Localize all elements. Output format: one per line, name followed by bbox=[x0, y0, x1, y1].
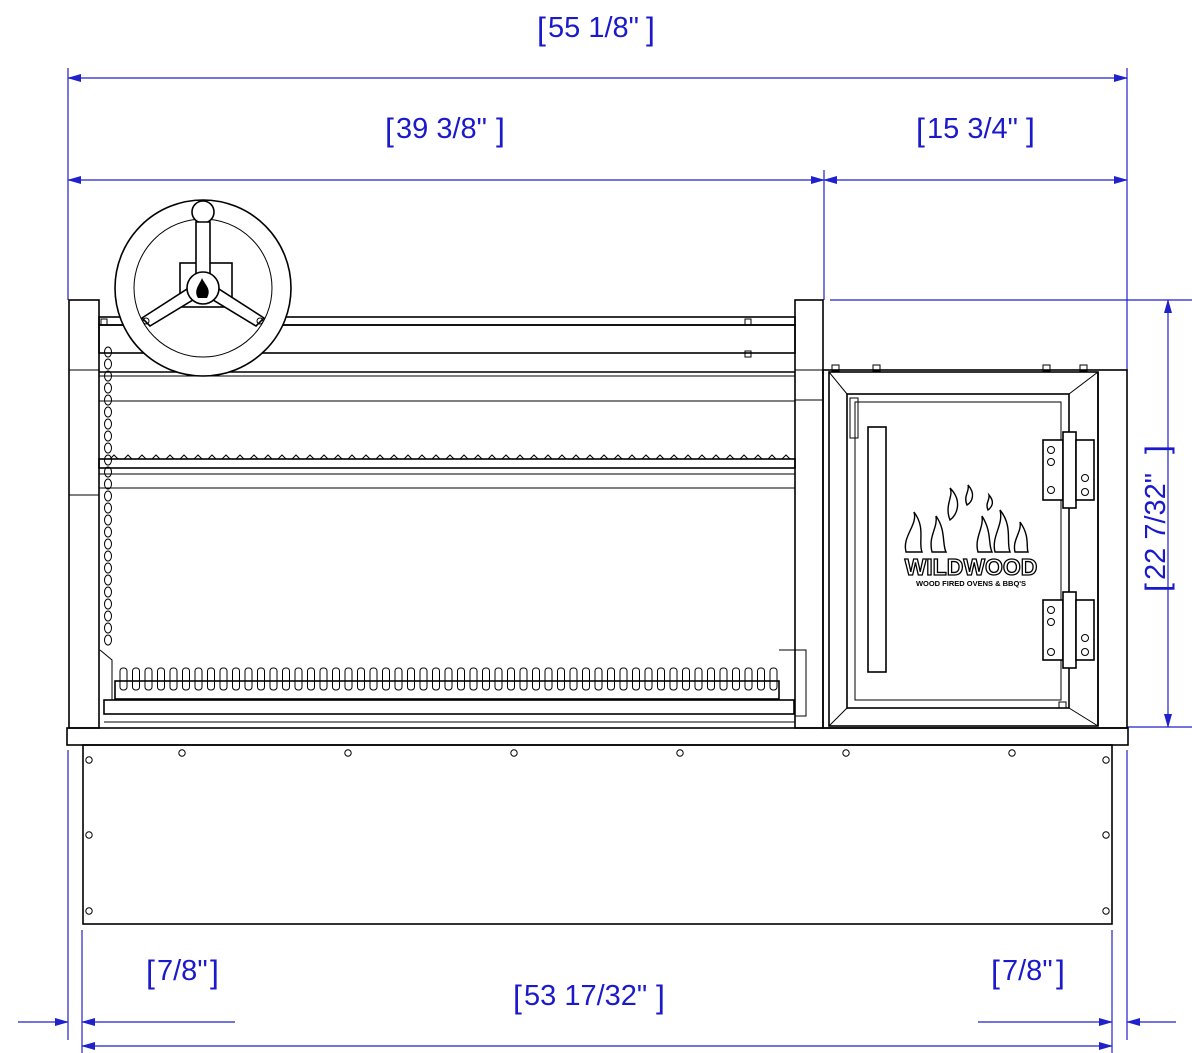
grill-width-label: 39 3/8" bbox=[396, 113, 487, 145]
svg-text:]: ] bbox=[1139, 445, 1175, 454]
screw bbox=[1102, 756, 1110, 764]
overall-width-label: 55 1/8" bbox=[548, 12, 639, 44]
svg-text:]: ] bbox=[646, 11, 655, 47]
upper-grate-teeth bbox=[109, 454, 791, 460]
height-label: 22 7/32" bbox=[1140, 473, 1172, 580]
wildwood-logo: WILDWOOD WOOD FIRED OVENS & BBQ'S bbox=[904, 484, 1038, 588]
svg-text:]: ] bbox=[496, 112, 505, 148]
svg-text:[: [ bbox=[146, 954, 155, 990]
screw bbox=[1008, 749, 1016, 757]
dimension-grill-width: [ 39 3/8" ] bbox=[67, 112, 825, 300]
screw bbox=[85, 907, 93, 915]
crank-wheel bbox=[114, 199, 292, 377]
screw bbox=[842, 749, 850, 757]
svg-text:[: [ bbox=[513, 979, 522, 1015]
dimension-right-offset: [ 7/8" ] bbox=[978, 750, 1176, 1053]
screw bbox=[178, 749, 186, 757]
dimension-height: [ 22 7/32" ] bbox=[830, 299, 1192, 728]
screw bbox=[1102, 831, 1110, 839]
svg-text:]: ] bbox=[210, 954, 219, 990]
lift-chain bbox=[104, 346, 112, 646]
firebox-width-label: 15 3/4" bbox=[927, 113, 1018, 145]
dimension-firebox-width: [ 15 3/4" ] bbox=[823, 112, 1128, 184]
upper-hinge bbox=[1042, 431, 1095, 509]
svg-text:]: ] bbox=[1026, 112, 1035, 148]
svg-text:[: [ bbox=[537, 11, 546, 47]
grill-frame bbox=[68, 299, 824, 729]
dimension-base-width: [ 53 17/32" ] bbox=[81, 979, 1113, 1050]
dimension-left-offset: [ 7/8" ] bbox=[18, 750, 235, 1053]
screw bbox=[676, 749, 684, 757]
base-width-label: 53 17/32" bbox=[524, 980, 647, 1012]
dimension-overall-width: [ 55 1/8" ] bbox=[67, 11, 1128, 370]
logo-brand: WILDWOOD bbox=[905, 554, 1038, 580]
screw bbox=[85, 831, 93, 839]
lower-hinge bbox=[1042, 591, 1095, 669]
firebox: WILDWOOD WOOD FIRED OVENS & BBQ'S bbox=[822, 364, 1128, 729]
screw bbox=[1102, 907, 1110, 915]
flame-icon bbox=[904, 484, 1029, 553]
lower-grill-teeth bbox=[119, 667, 778, 691]
right-offset-label: 7/8" bbox=[1002, 955, 1053, 987]
base-panel bbox=[66, 727, 1129, 925]
screw bbox=[344, 749, 352, 757]
svg-text:[: [ bbox=[385, 112, 394, 148]
svg-text:[: [ bbox=[991, 954, 1000, 990]
svg-text:[: [ bbox=[916, 112, 925, 148]
svg-text:[: [ bbox=[1139, 583, 1175, 592]
screw bbox=[85, 756, 93, 764]
base-screws bbox=[85, 749, 1110, 915]
svg-text:]: ] bbox=[1056, 954, 1065, 990]
logo-tagline: WOOD FIRED OVENS & BBQ'S bbox=[916, 579, 1026, 588]
svg-text:]: ] bbox=[656, 979, 665, 1015]
screw bbox=[510, 749, 518, 757]
left-offset-label: 7/8" bbox=[157, 955, 208, 987]
